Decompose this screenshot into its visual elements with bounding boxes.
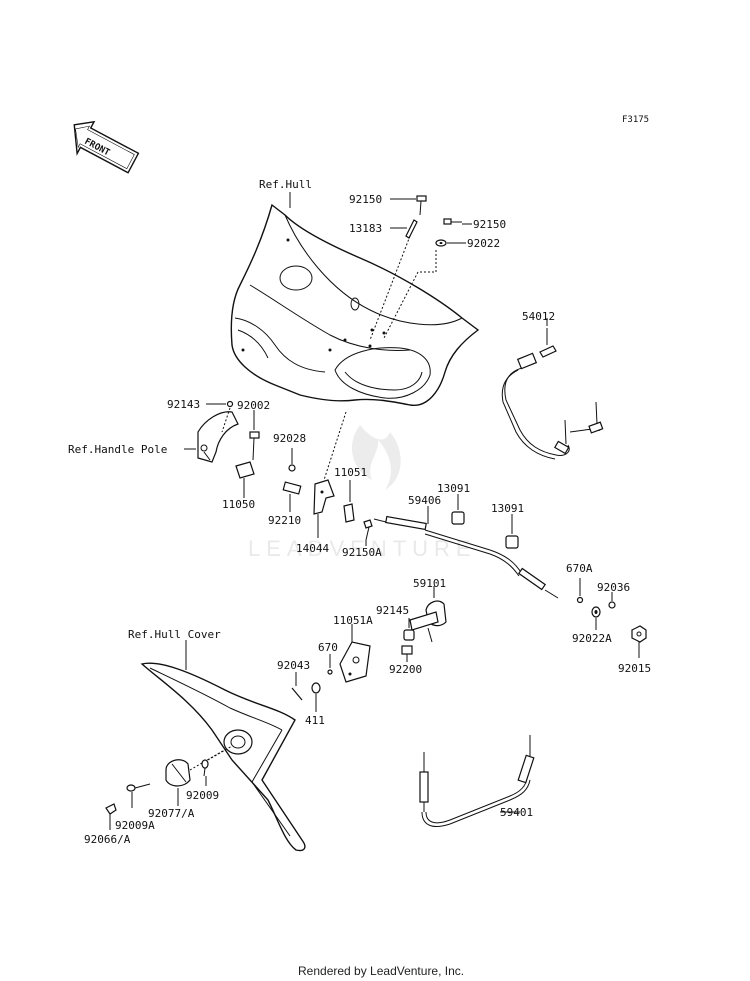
label-92036: 92036 — [597, 581, 630, 594]
ring-92143 — [226, 400, 234, 408]
watermark-logo: LEADVENTURE — [248, 425, 477, 561]
label-14044: 14044 — [296, 542, 329, 555]
stay-13183 — [405, 219, 418, 239]
ring-92028 — [288, 464, 296, 472]
watermark-text: LEADVENTURE — [248, 536, 477, 561]
label-92066A: 92066/A — [84, 833, 131, 846]
label-11051A: 11051A — [333, 614, 373, 627]
label-54012: 54012 — [522, 310, 555, 323]
figure-code: F3175 — [622, 115, 649, 125]
hull-assembly — [230, 203, 480, 406]
bolt-92150A — [363, 519, 373, 541]
label-92043: 92043 — [277, 659, 310, 672]
cable-59401 — [419, 735, 535, 827]
label-59406: 59406 — [408, 494, 441, 507]
bolt-92150-right — [443, 218, 462, 225]
label-670A: 670A — [566, 562, 593, 575]
bracket-handle-pole — [197, 411, 239, 463]
label-92077A: 92077/A — [148, 807, 195, 820]
label-92150A: 92150A — [342, 546, 382, 559]
label-92210: 92210 — [268, 514, 301, 527]
label-92002: 92002 — [237, 399, 270, 412]
label-92028: 92028 — [273, 432, 306, 445]
bracket-11051A — [339, 641, 371, 683]
label-411: 411 — [305, 714, 325, 727]
ring-92036 — [608, 601, 616, 609]
label-13183: 13183 — [349, 222, 382, 235]
ref-hull-label: Ref.Hull — [259, 178, 312, 191]
screw-92009A — [126, 783, 151, 792]
label-11051: 11051 — [334, 466, 367, 479]
front-arrow-icon — [73, 120, 140, 174]
grommet-13091-a — [451, 511, 465, 525]
label-92150-right: 92150 — [473, 218, 506, 231]
grommet-13091-b — [505, 535, 519, 549]
washer-92022 — [435, 239, 447, 247]
ref-handle-pole-label: Ref.Handle Pole — [68, 443, 167, 456]
label-92022A: 92022A — [572, 632, 612, 645]
label-670: 670 — [318, 641, 338, 654]
washer-92022A — [591, 606, 601, 618]
label-11050: 11050 — [222, 498, 255, 511]
cable-59406 — [373, 515, 559, 599]
bracket-14044 — [313, 479, 335, 515]
pin-92043 — [291, 687, 303, 701]
label-13091-b: 13091 — [491, 502, 524, 515]
label-92009A: 92009A — [115, 819, 155, 832]
label-92015: 92015 — [618, 662, 651, 675]
spacer-92200 — [401, 645, 413, 655]
ring-670 — [327, 669, 333, 675]
screw-92009 — [201, 759, 209, 777]
clip-92066A — [105, 803, 117, 815]
washer-92145 — [403, 629, 415, 641]
lever-59101 — [409, 600, 447, 643]
label-13091-a: 13091 — [437, 482, 470, 495]
label-92200: 92200 — [389, 663, 422, 676]
label-92143: 92143 — [167, 398, 200, 411]
label-92022: 92022 — [467, 237, 500, 250]
label-92145: 92145 — [376, 604, 409, 617]
label-59401: 59401 — [500, 806, 533, 819]
label-59101: 59101 — [413, 577, 446, 590]
bolt-92002 — [249, 431, 260, 461]
washer-411 — [311, 682, 321, 694]
ring-670A — [576, 596, 584, 604]
hull-cover — [140, 662, 306, 852]
collar-92210 — [282, 481, 302, 495]
bolt-92150-top — [416, 195, 427, 216]
clamp-11050 — [235, 461, 255, 479]
cable-54012 — [501, 328, 604, 460]
label-92150-top: 92150 — [349, 193, 382, 206]
clamp-11051 — [343, 503, 355, 523]
nut-92015 — [631, 625, 647, 643]
label-92009: 92009 — [186, 789, 219, 802]
footer-credit: Rendered by LeadVenture, Inc. — [298, 964, 464, 978]
ref-hull-cover-label: Ref.Hull Cover — [128, 628, 221, 641]
